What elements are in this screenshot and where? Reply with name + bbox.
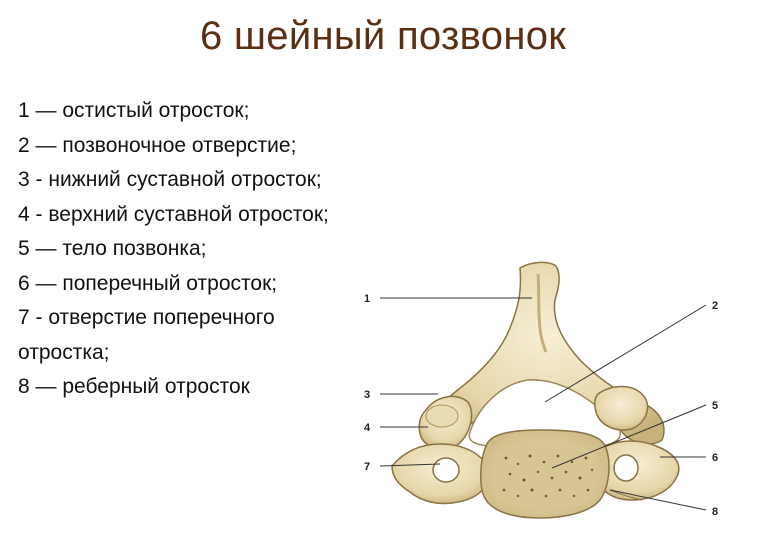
- legend-item: 6 — поперечный отросток;: [18, 271, 278, 295]
- callout-label: 5: [712, 400, 718, 412]
- right-transverse-foramen: [613, 454, 639, 482]
- leader-lines: [379, 297, 707, 511]
- legend-item: 1 — остистый отросток;: [18, 99, 250, 122]
- callout-label: 2: [712, 300, 718, 312]
- legend-list: 1 — остистый отросток; 2 — позвоночное о…: [18, 94, 329, 405]
- vertebral-body-pores: [502, 454, 594, 498]
- callout-label: 4: [364, 422, 371, 434]
- callout-label: 6: [712, 452, 718, 464]
- legend-item: 3 - нижний суставной отросток;: [18, 168, 322, 191]
- callout-label: 8: [712, 506, 718, 518]
- callout-label: 3: [364, 389, 370, 401]
- legend-item: 7 - отверстие поперечного: [18, 306, 275, 329]
- vertebra-illustration: [391, 261, 680, 519]
- vertebral-body-surface: [491, 445, 598, 506]
- legend-item: 4 - верхний суставной отросток;: [18, 202, 329, 226]
- left-transverse-foramen: [432, 457, 460, 483]
- legend-item: 8 — реберный отросток: [18, 375, 250, 398]
- spinous-process-ridge: [536, 273, 548, 353]
- legend-item: отростка;: [18, 340, 110, 364]
- page-title: 6 шейный позвонок: [199, 14, 567, 58]
- right-articular-process: [593, 385, 649, 431]
- legend-item: 2 — позвоночное отверстие;: [18, 133, 297, 157]
- superior-articular-facet: [425, 404, 459, 428]
- legend-item: 5 — тело позвонка;: [18, 237, 207, 260]
- callout-label: 7: [364, 461, 370, 473]
- callout-label: 1: [364, 293, 370, 305]
